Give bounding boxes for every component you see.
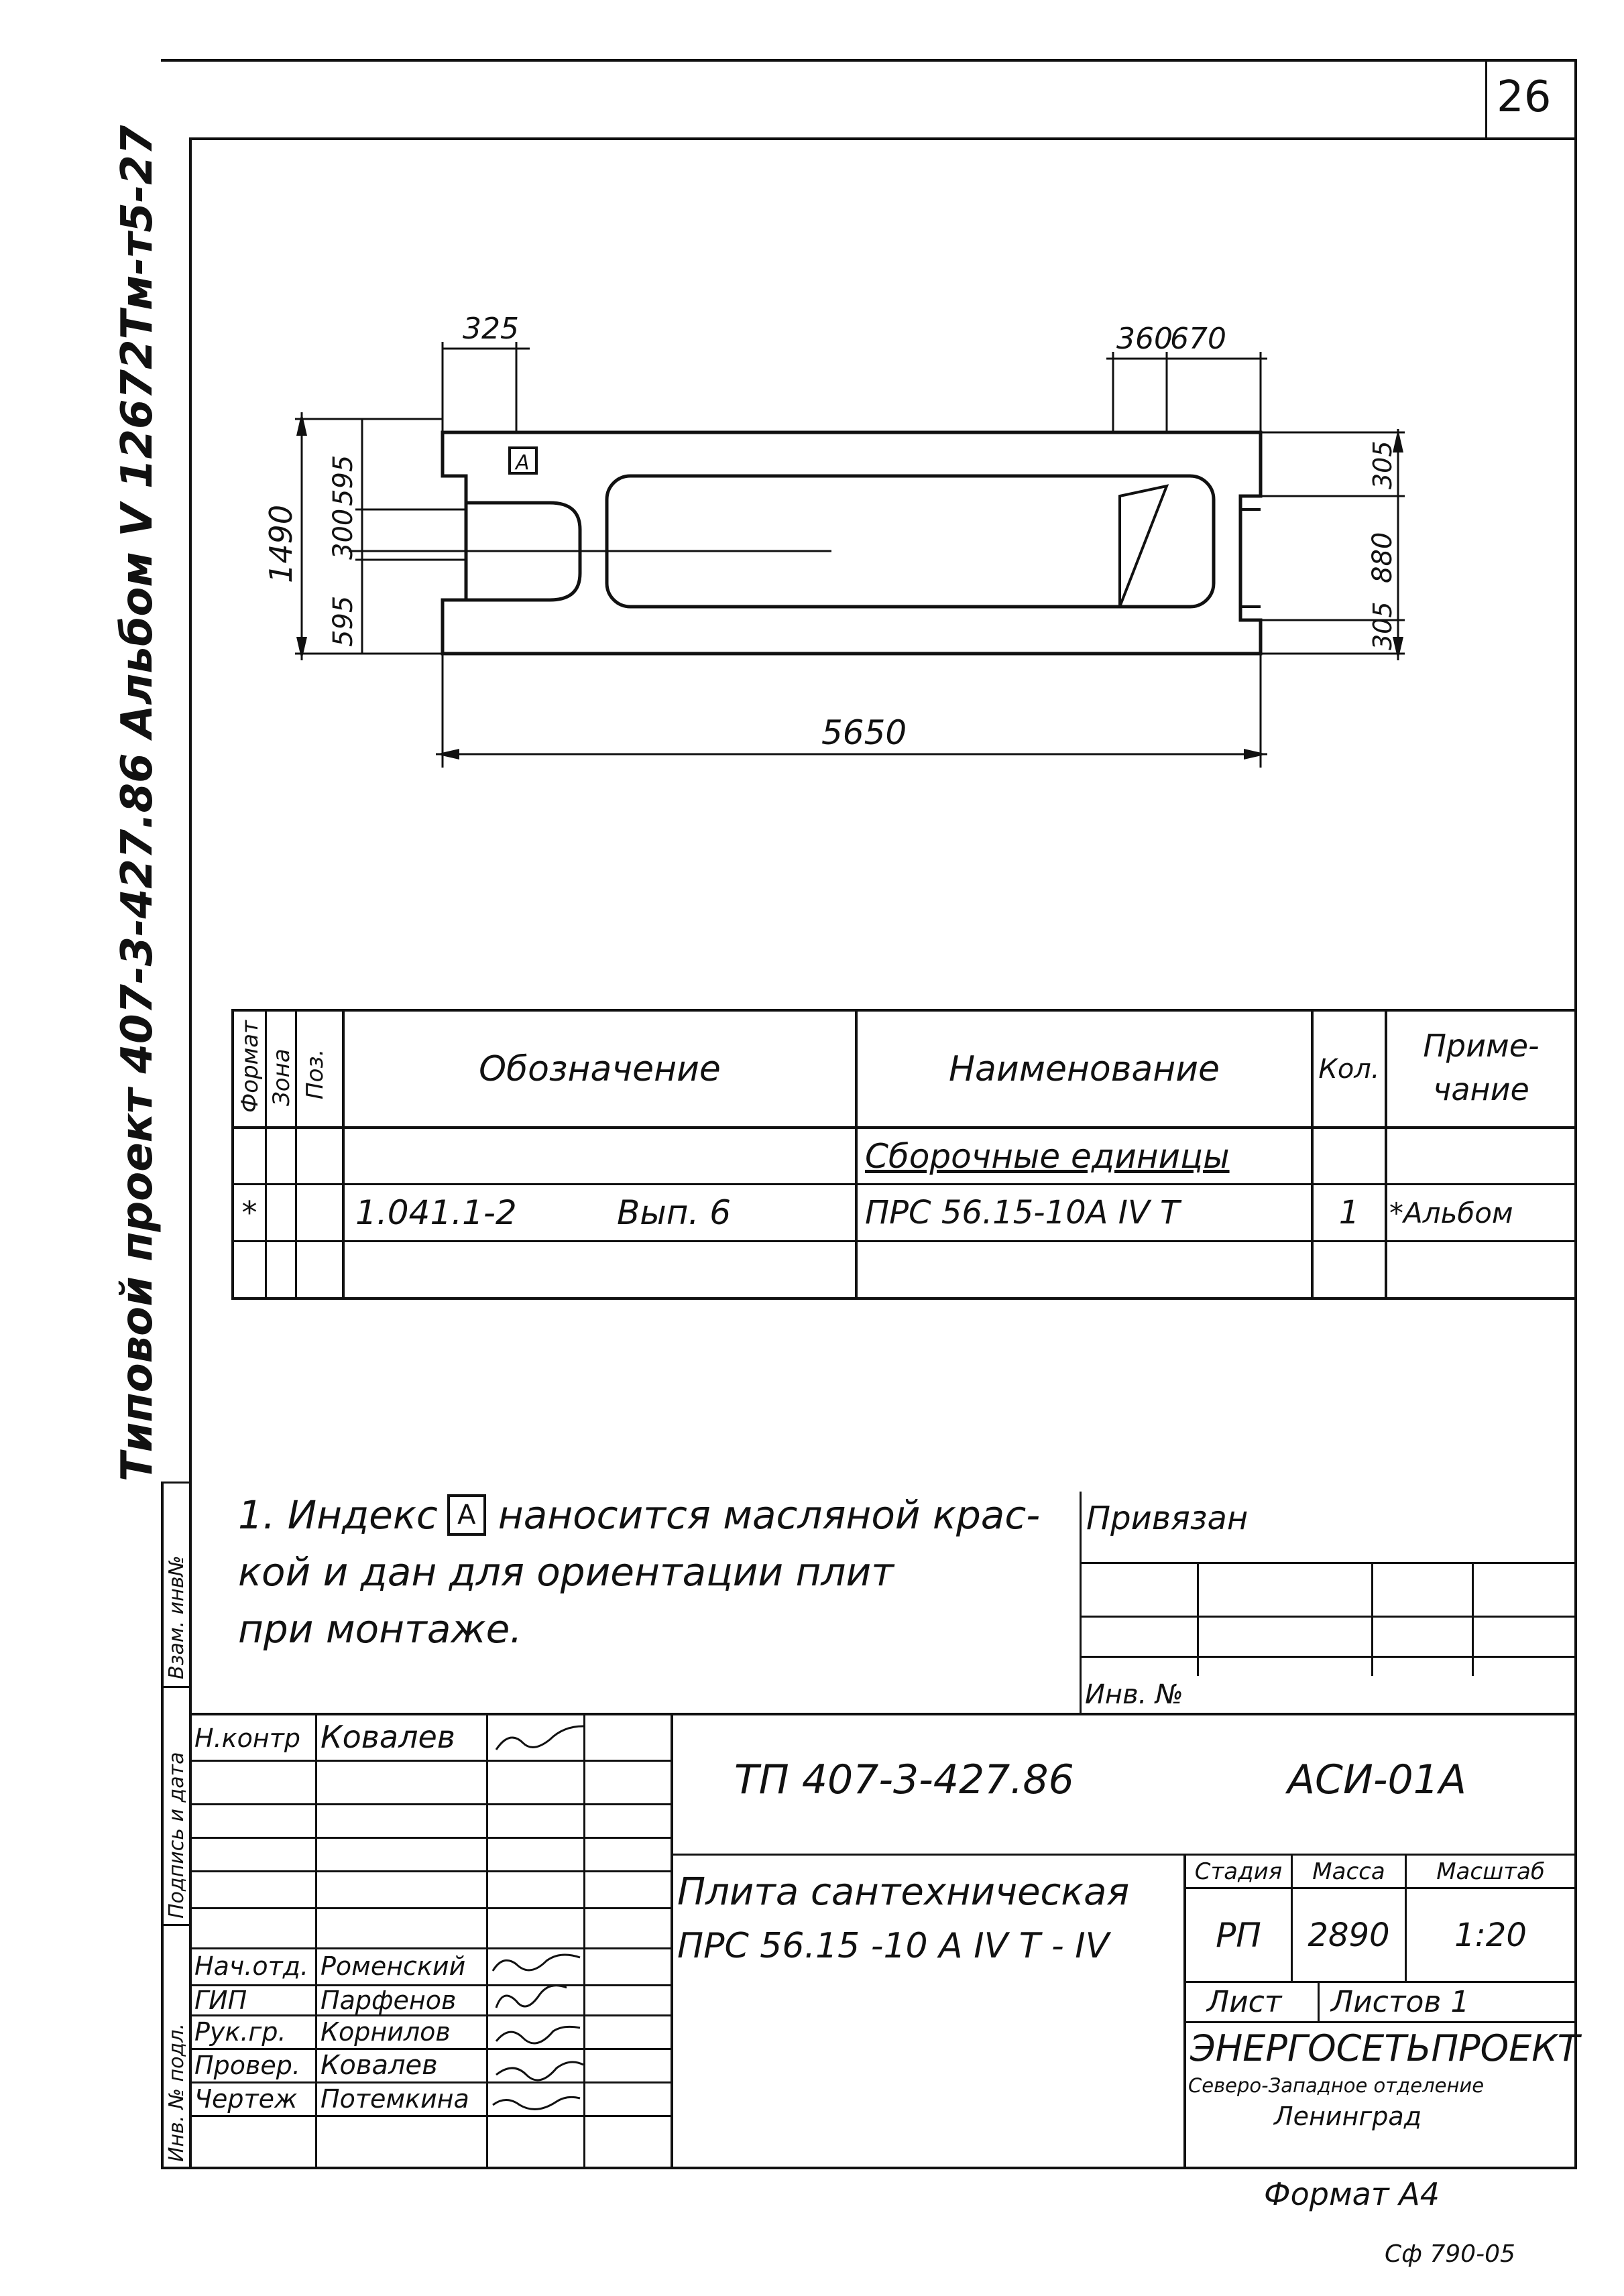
org-city: Ленинград xyxy=(1274,2102,1422,2131)
sig-role-0: Н.контр xyxy=(194,1723,300,1753)
dim-left-bottom: 595 xyxy=(328,596,359,647)
sig-name-0: Ковалев xyxy=(321,1719,455,1755)
dim-right-top: 305 xyxy=(1368,440,1397,489)
scale-label: Масштаб xyxy=(1436,1858,1545,1885)
frame-inner-top xyxy=(189,137,1577,140)
margin-divider-3 xyxy=(161,1924,192,1926)
sheet-number: 26 xyxy=(1497,72,1552,122)
note-line1: 1. Индекс А наносится масляной крас- xyxy=(238,1488,1040,1542)
header-note-line1: Приме- xyxy=(1423,1028,1540,1064)
mass-value: 2890 xyxy=(1308,1916,1390,1954)
section-title: Сборочные единицы xyxy=(865,1137,1230,1176)
inv-label: Инв. № xyxy=(1085,1679,1183,1710)
dim-left-total: 1490 xyxy=(263,505,299,583)
dim-left-top: 595 xyxy=(328,455,359,506)
sig-name-4: Ковалев xyxy=(321,2050,438,2081)
note-line2: кой и дан для ориентации плит xyxy=(238,1549,894,1595)
sig-role-1: Нач.отд. xyxy=(194,1951,309,1981)
frame-top xyxy=(161,59,1576,62)
note-line3: при монтаже. xyxy=(238,1606,522,1652)
dim-top-mid: 360 xyxy=(1116,322,1173,356)
plate-drawing: А 325 360 670 xyxy=(263,312,1405,768)
signature-1 xyxy=(491,1953,581,1972)
sheet-code: АСИ-01А xyxy=(1287,1756,1466,1803)
drawing-marker: А xyxy=(514,451,530,475)
dim-top-left: 325 xyxy=(463,312,519,346)
row-format: * xyxy=(241,1195,257,1231)
signature-2 xyxy=(495,1984,567,2008)
dim-left-mid: 300 xyxy=(328,509,359,560)
stage-label: Стадия xyxy=(1194,1858,1283,1885)
sig-name-2: Парфенов xyxy=(321,1986,457,2015)
mass-label: Масса xyxy=(1312,1858,1385,1885)
dim-top-right: 670 xyxy=(1170,322,1226,356)
row-qty: 1 xyxy=(1338,1194,1360,1231)
frame-left xyxy=(189,137,192,2169)
org-name: ЭНЕРГОСЕТЬПРОЕКТ xyxy=(1190,2027,1580,2069)
format-label: Формат А4 xyxy=(1264,2176,1440,2212)
note-marker: А xyxy=(447,1494,486,1536)
note-line1-start: 1. Индекс xyxy=(238,1492,438,1538)
row-note: *Альбом xyxy=(1389,1196,1513,1229)
sheet-number-box-left xyxy=(1485,59,1487,139)
signature-0 xyxy=(495,1725,584,1750)
row-name: ПРС 56.15-10А IV Т xyxy=(865,1194,1180,1231)
margin-divider-1 xyxy=(161,1482,192,1484)
header-name: Наименование xyxy=(948,1049,1220,1089)
row-designation: 1.041.1-2 xyxy=(355,1193,517,1232)
signature-4 xyxy=(496,2061,584,2081)
note-line1-rest: наносится масляной крас- xyxy=(498,1492,1041,1538)
signature-3 xyxy=(495,2025,581,2045)
dim-bottom-length: 5650 xyxy=(821,713,907,752)
sig-name-5: Потемкина xyxy=(321,2084,469,2114)
stage-value: РП xyxy=(1216,1915,1261,1955)
signature-5 xyxy=(492,2096,581,2110)
sig-name-1: Роменский xyxy=(321,1951,466,1981)
doc-code: ТП 407-3-427.86 xyxy=(734,1756,1074,1803)
frame-bottom xyxy=(161,2167,1577,2169)
privyazan-label: Привязан xyxy=(1086,1500,1249,1537)
row-issue: Вып. 6 xyxy=(617,1193,732,1232)
header-qty: Кол. xyxy=(1318,1054,1380,1085)
header-note-line2: чание xyxy=(1433,1071,1529,1107)
frame-outer-left xyxy=(161,1482,164,2169)
sig-role-4: Провер. xyxy=(194,2051,300,2080)
title-line1: Плита сантехническая xyxy=(677,1870,1130,1914)
sheets-label: Листов 1 xyxy=(1331,1985,1470,2019)
margin-divider-2 xyxy=(161,1686,192,1688)
sheet-label: Лист xyxy=(1207,1985,1282,2019)
scale-value: 1:20 xyxy=(1454,1916,1527,1954)
header-designation: Обозначение xyxy=(479,1049,721,1089)
sig-role-5: Чертеж xyxy=(194,2084,298,2114)
frame-right xyxy=(1574,59,1577,2169)
org-branch: Северо-Западное отделение xyxy=(1188,2073,1485,2097)
dim-right-bottom: 305 xyxy=(1368,601,1397,650)
sig-name-3: Корнилов xyxy=(321,2017,451,2047)
footer-code: Сф 790-05 xyxy=(1385,2240,1515,2268)
title-line2: ПРС 56.15 -10 А IV Т - IV xyxy=(677,1925,1110,1966)
sig-role-2: ГИП xyxy=(194,1986,247,2015)
dim-right-mid: 880 xyxy=(1367,532,1398,583)
sig-role-3: Рук.гр. xyxy=(194,2017,286,2047)
